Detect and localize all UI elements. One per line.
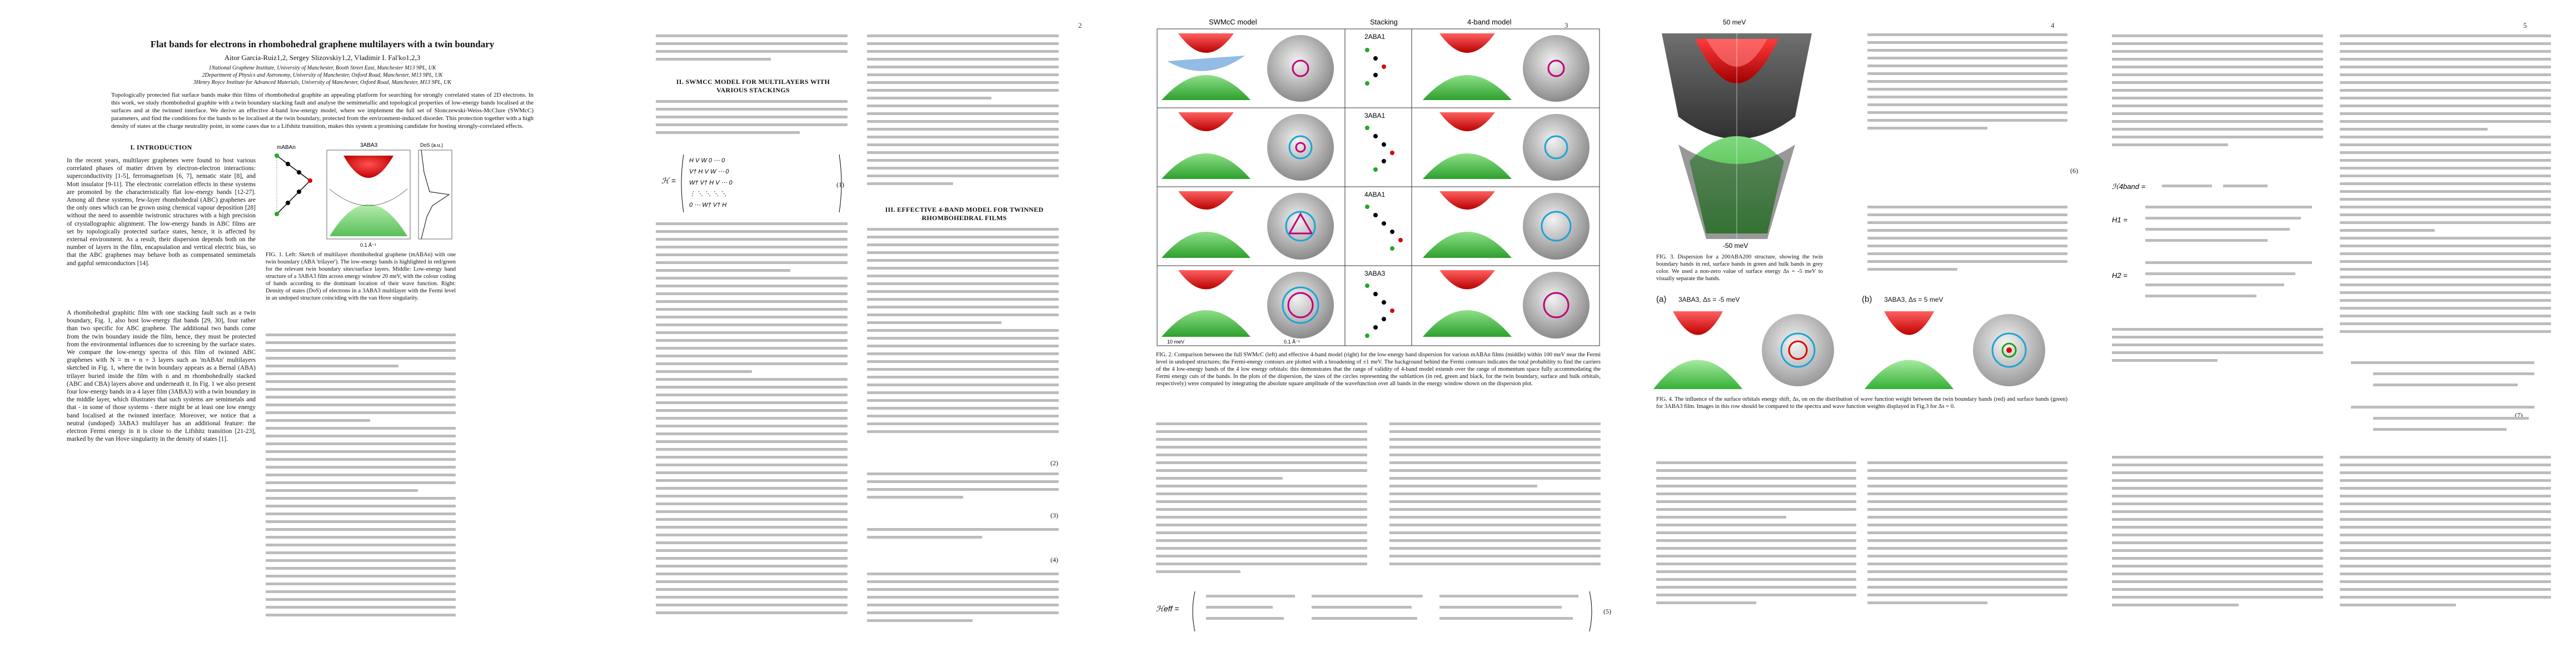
fig3-top-label: 50 meV <box>1723 18 1746 26</box>
fig4-panel-b-title: 3ABA3, Δs = 5 meV <box>1884 296 1944 303</box>
page-number: 2 <box>1078 21 1082 29</box>
effective-block-hamiltonian-eq: ℋ4band = H1 = H2 = <box>2112 178 2323 306</box>
intro-paragraph-2: A rhombohedral graphitic film with one s… <box>67 310 256 443</box>
intro-paragraph-1: In the recent years, multilayer graphene… <box>67 157 256 267</box>
page-number: 3 <box>1564 21 1568 29</box>
eq-number-4: (4) <box>1050 556 1058 564</box>
page-2-right-mid2-text <box>867 528 1059 545</box>
page-5-left-mid-text <box>2112 328 2323 378</box>
page-number: 5 <box>2523 21 2527 29</box>
svg-text:W† V† H V ⋯ 0: W† V† H V ⋯ 0 <box>689 180 733 186</box>
multilayer-sketch: mABAn <box>275 145 312 216</box>
fig4-panel-b <box>1865 311 2045 389</box>
page-2-right-top-text <box>867 34 1059 201</box>
section-heading-intro: I. INTRODUCTION <box>130 143 192 151</box>
figure-3: 50 meV -50 meV <box>1662 18 1812 250</box>
page-4-right-bottom-text <box>1867 461 2067 628</box>
effective-hamiltonian-eq: ℋeff = <box>1156 589 1601 634</box>
page-4-right-mid-text <box>1867 206 2067 283</box>
page-2: 2 II. SWMCC MODEL FOR MULTILAYERS WITH V… <box>645 0 1134 667</box>
fig2-stacking-diagrams <box>1365 48 1403 338</box>
affiliation-3: 3Henry Royce Institute for Advanced Mate… <box>193 79 452 86</box>
author-list: Aitor Garcia-Ruiz1,2, Sergey Slizovskiy1… <box>224 53 421 62</box>
eq-number-1: (1) <box>836 181 844 188</box>
svg-text:H1 =: H1 = <box>2112 216 2127 224</box>
abstract: Topologically protected flat surface ban… <box>111 92 534 130</box>
svg-text:⋮ ⋱ ⋱ ⋱ ⋱: ⋮ ⋱ ⋱ ⋱ ⋱ <box>689 191 726 197</box>
page-2-right-mid-text <box>867 472 1059 506</box>
fig2-row-label-4: 3ABA3 <box>1364 270 1386 277</box>
page-5: 5 ℋ4band = H1 = H2 = (7) <box>2101 0 2576 667</box>
figure-2-caption: FIG. 2. Comparison between the full SWMc… <box>1156 352 1601 387</box>
page-2-right-bottom-text <box>867 573 1059 634</box>
figure-2: SWMcC model Stacking 4-band model 2ABA1 <box>1157 18 1600 346</box>
svg-text:ℋeff =: ℋeff = <box>1156 604 1179 613</box>
page-2-left-text <box>656 100 848 145</box>
fig1-label-mabaan: mABAn <box>277 145 296 151</box>
page-3-left-text <box>1156 422 1367 589</box>
page-4-right-top-text <box>1867 33 2067 145</box>
fig2-col-swmcc: SWMcC model <box>1209 18 1257 26</box>
page-5-right-top-text <box>2340 34 2551 346</box>
figure-1: mABAn 3ABA3 0.1 Å⁻¹ DoS (a.u.) <box>275 142 452 247</box>
svg-text:V† H V W ⋯ 0: V† H V W ⋯ 0 <box>689 168 729 175</box>
fig4-panel-a-label: (a) <box>1656 295 1667 304</box>
page-3: 3 SWMcC model Stacking 4-band model 2ABA… <box>1134 0 1623 667</box>
fig2-row-1: 2ABA1 <box>1162 33 1590 102</box>
fig2-scale-k: 0.1 Å⁻¹ <box>1284 339 1300 345</box>
section-heading-swmcc: II. SWMCC MODEL FOR MULTILAYERS WITH VAR… <box>676 78 830 94</box>
page-5-left-top-text <box>2112 34 2323 168</box>
page-2-left-top-text <box>656 34 848 73</box>
page-5-left-bottom-text <box>2112 456 2323 628</box>
fig2-col-stacking: Stacking <box>1370 18 1398 26</box>
page-2-right-text <box>867 228 1059 450</box>
page-1-right-column-text <box>266 334 456 634</box>
fig1-scale-k: 0.1 Å⁻¹ <box>360 242 376 247</box>
page-5-right-bottom-text <box>2340 456 2551 628</box>
affiliation-1: 1National Graphene Institute, University… <box>208 65 436 71</box>
figure-3-caption: FIG. 3. Dispersion for a 200ABA200 struc… <box>1656 254 1823 282</box>
figure-1-caption: FIG. 1. Left: Sketch of multilayer rhomb… <box>266 252 456 301</box>
fig2-row-label-2: 3ABA1 <box>1364 112 1386 120</box>
svg-text:0 ⋯ W† V† H: 0 ⋯ W† V† H <box>689 202 726 208</box>
eq-number-2: (2) <box>1050 459 1058 467</box>
svg-text:H V W 0 ⋯ 0: H V W 0 ⋯ 0 <box>689 157 725 164</box>
svg-text:ℋ4band =: ℋ4band = <box>2112 182 2146 191</box>
figure-4 <box>1653 311 2045 389</box>
fig2-row-label-3: 4ABA1 <box>1364 191 1386 198</box>
svg-text:H2 =: H2 = <box>2112 271 2127 280</box>
dos-plot: DoS (a.u.) <box>418 142 452 240</box>
band-structure: 3ABA3 0.1 Å⁻¹ <box>326 142 411 247</box>
fig3-bottom-label: -50 meV <box>1723 242 1748 250</box>
page-4-left-text <box>1656 461 1856 628</box>
figure-4-caption: FIG. 4. The influence of the surface orb… <box>1656 396 2067 410</box>
page-3-right-text <box>1389 422 1601 584</box>
fig4-panel-a-title: 3ABA3, Δs = -5 meV <box>1678 296 1740 303</box>
eq-number-3: (3) <box>1050 511 1058 519</box>
hamiltonian-matrix-eq: ℋ = H V W 0 ⋯ 0 V† H V W ⋯ 0 W† V† H V ⋯… <box>661 150 845 217</box>
eq-number-6: (6) <box>2070 167 2078 175</box>
fig2-col-4band: 4-band model <box>1467 18 1512 26</box>
fig2-row-4: 3ABA3 10 meV 0.1 Å⁻¹ <box>1162 270 1590 345</box>
affiliation-2: 2Department of Physics and Astronomy, Un… <box>202 72 443 78</box>
paper-title: Flat bands for electrons in rhombohedral… <box>150 39 495 49</box>
fig2-scale-e: 10 meV <box>1167 339 1184 345</box>
fig4-panel-a <box>1653 311 1834 389</box>
fig4-panel-b-label: (b) <box>1862 295 1872 304</box>
page-number: 4 <box>2051 21 2055 29</box>
fig2-row-3: 4ABA1 <box>1162 191 1590 260</box>
page-1: Flat bands for electrons in rhombohedral… <box>0 0 645 667</box>
fig1-label-3aba3: 3ABA3 <box>360 142 378 148</box>
page-4: 4 50 meV -50 meV FIG. 3. Dispersion for … <box>1623 0 2101 667</box>
fig2-row-label-1: 2ABA1 <box>1364 33 1386 41</box>
fig2-row-2: 3ABA1 <box>1162 112 1590 181</box>
section-heading-effective-model: III. EFFECTIVE 4-BAND MODEL FOR TWINNED … <box>885 206 1044 222</box>
eq-number-5: (5) <box>1603 608 1611 615</box>
page-2-left-bottom-text <box>656 222 848 634</box>
svg-text:ℋ =: ℋ = <box>661 176 676 185</box>
projected-hamiltonian-eq <box>2340 356 2551 445</box>
fig1-label-dos: DoS (a.u.) <box>420 142 443 148</box>
